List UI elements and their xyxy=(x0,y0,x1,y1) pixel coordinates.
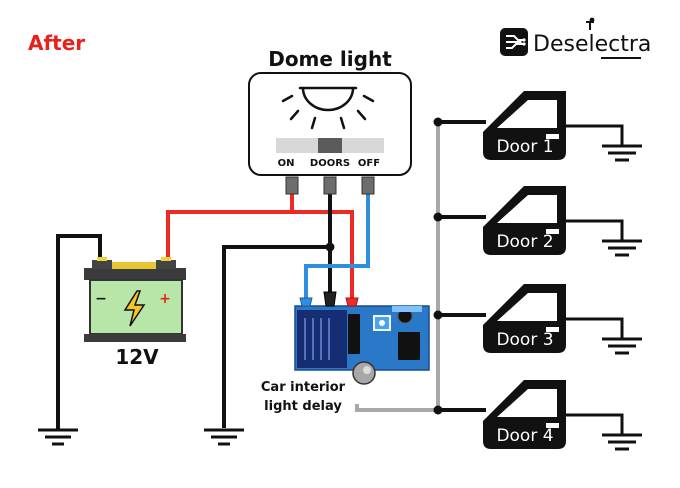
dome-switch-knob xyxy=(318,138,342,153)
junction-dots xyxy=(325,117,443,415)
ground-symbol-icon xyxy=(602,239,642,257)
door-4: Door 4 xyxy=(483,380,642,451)
battery-voltage: 12V xyxy=(115,345,159,369)
brand-name: Deselectra xyxy=(533,32,651,57)
door-bus-wire xyxy=(355,122,440,412)
brand-logo: Deselectra xyxy=(500,17,651,59)
red-wire xyxy=(166,193,354,298)
module-label-line2: light delay xyxy=(264,399,342,414)
module-label-line1: Car interior xyxy=(261,380,346,395)
door-1: Door 1 xyxy=(483,91,642,162)
after-label: After xyxy=(28,31,85,55)
svg-text:−: − xyxy=(95,291,107,307)
ground-symbol-icon xyxy=(38,428,78,446)
switch-label-on: ON xyxy=(278,158,295,169)
dome-light: Dome light ON DOORS OFF xyxy=(248,47,412,195)
dome-light-title: Dome light xyxy=(268,47,392,71)
door-label: Door 4 xyxy=(496,426,553,446)
ground-symbol-icon xyxy=(204,428,244,446)
ground-symbol-icon xyxy=(602,144,642,162)
battery: − + 12V xyxy=(84,257,186,369)
door-label: Door 2 xyxy=(496,232,553,252)
door-branch-wires xyxy=(438,120,486,412)
svg-text:+: + xyxy=(159,291,171,307)
black-wire xyxy=(56,193,332,430)
dome-terminals xyxy=(285,176,375,195)
switch-label-off: OFF xyxy=(358,158,380,169)
door-label: Door 3 xyxy=(496,330,553,350)
ground-symbol-icon xyxy=(602,433,642,451)
door-2: Door 2 xyxy=(483,186,642,257)
ground-symbol-icon xyxy=(602,337,642,355)
door-3: Door 3 xyxy=(483,284,642,355)
switch-label-doors: DOORS xyxy=(310,158,350,169)
blue-wire xyxy=(304,193,370,303)
lightning-icon xyxy=(123,290,146,327)
delay-module: Car interior light delay xyxy=(261,291,430,414)
dome-switch xyxy=(276,138,384,153)
lamp-icon xyxy=(281,86,375,130)
door-label: Door 1 xyxy=(496,137,553,157)
doors: Door 1 Door 2 Door 3 Door 4 xyxy=(483,91,642,451)
